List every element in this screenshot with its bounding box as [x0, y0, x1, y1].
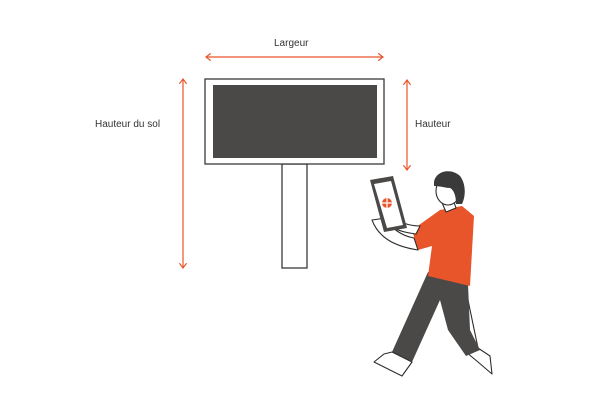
height-label: Hauteur	[415, 119, 451, 130]
person-with-tablet-icon	[370, 171, 493, 377]
ground-height-label: Hauteur du sol	[95, 119, 161, 130]
width-label: Largeur	[274, 38, 309, 49]
billboard-icon	[204, 78, 385, 269]
